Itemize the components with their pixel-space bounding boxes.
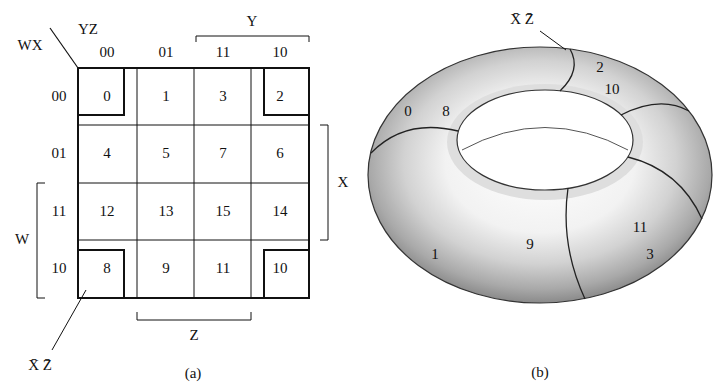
variable-label: Z [189,327,198,344]
row-code: 11 [52,203,66,220]
subfigure-label: (a) [185,365,202,382]
cell-number: 15 [216,203,231,220]
variable-label: W [15,231,29,248]
variable-label: Y [247,13,258,30]
cell-number: 7 [219,145,227,162]
cell-number: 9 [162,260,170,277]
torus [368,31,712,303]
cell-number: 10 [273,260,288,277]
cell-number: 8 [103,260,111,277]
cell-number: 11 [633,219,647,236]
cell-number: 2 [276,88,284,105]
grid-line [78,125,309,126]
cell-number: 10 [605,81,620,98]
corner-diagonal [50,28,78,68]
row-code: 00 [52,88,67,105]
variable-bracket [196,36,309,42]
variable-bracket [37,183,45,298]
group-corner [264,68,309,115]
cell-boundary [566,188,585,299]
cell-number: 12 [100,203,115,220]
cell-number: 1 [431,246,439,263]
group-label: X̄ Z̄ [510,11,534,28]
cell-number: 14 [273,203,288,220]
cell-boundary [560,49,574,91]
cell-number: 1 [162,88,170,105]
cell-boundary [621,104,689,115]
cell-number: 0 [404,103,412,120]
group-corner [264,250,309,298]
map-border [78,68,309,298]
variable-bracket [320,125,328,240]
cell-number: 8 [442,103,450,120]
cell-number: 2 [596,59,604,76]
row-code: 01 [52,145,67,162]
cell-number: 3 [646,246,654,263]
group-corner [78,68,124,115]
grid-line [78,240,309,241]
column-code: 11 [216,44,230,61]
torus-body [368,47,712,303]
variable-label: X [338,174,349,191]
cell-number: 13 [159,203,174,220]
leader-line [52,290,86,350]
column-code: 00 [100,44,115,61]
cell-number: 11 [216,260,230,277]
group-label: X̄ Z̄ [28,357,52,374]
torus-inner-wall [462,128,628,151]
cell-boundary [371,127,458,153]
variable-bracket [137,312,251,320]
torus-inner-slope [447,84,643,200]
row-code: 10 [52,260,67,277]
column-code: 01 [159,44,174,61]
torus-hole [457,90,633,190]
cell-number: 9 [526,236,534,253]
cell-number: 3 [219,88,227,105]
cell-number: 5 [162,145,170,162]
grid-line [78,183,309,184]
axis-label: YZ [78,21,98,38]
cell-number: 0 [103,88,111,105]
karnaugh-map [37,28,328,350]
cell-boundary [628,157,702,219]
column-code: 10 [273,44,288,61]
cell-number: 6 [276,145,284,162]
cell-number: 4 [103,145,111,162]
leader-line [540,31,566,50]
subfigure-label: (b) [531,364,549,381]
group-corner [78,250,124,298]
axis-label: WX [18,37,43,54]
